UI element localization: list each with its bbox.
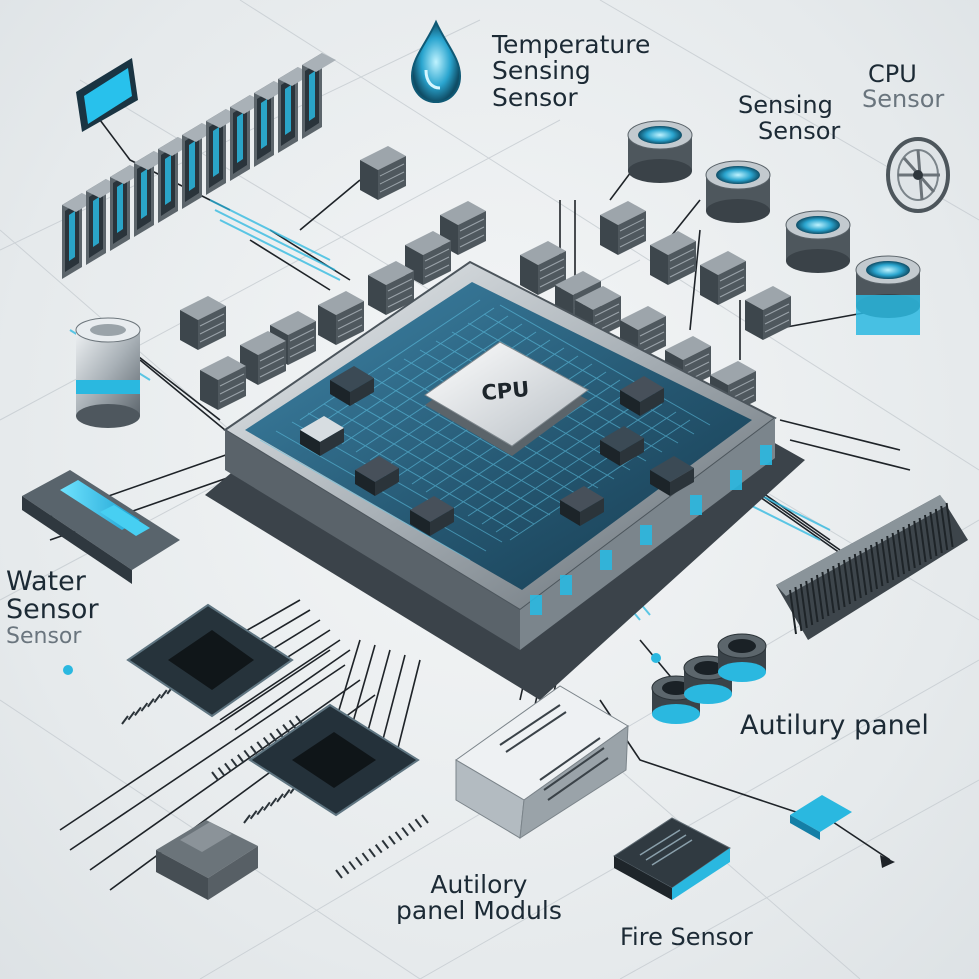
server-unit — [302, 53, 336, 139]
module-chip — [745, 286, 791, 340]
water-sensor-label: Water Sensor Sensor — [6, 566, 99, 649]
module-chip — [360, 146, 406, 200]
board-component — [620, 376, 664, 416]
sensor-dial — [627, 120, 693, 183]
module-chip — [600, 201, 646, 255]
server-unit — [110, 165, 144, 251]
cpu-sensor-dials — [627, 120, 921, 335]
module-chip — [318, 291, 364, 345]
glow-connector — [560, 575, 572, 595]
module-chip — [180, 296, 226, 350]
temperature-sensing-sensor-label: Temperature Sensing Sensor — [492, 30, 651, 112]
board-component — [330, 366, 374, 406]
glow-connector — [530, 595, 542, 615]
module-chip — [650, 231, 696, 285]
water-drop-icon — [410, 19, 462, 104]
glow-connector — [600, 550, 612, 570]
indicator-dot-icon — [63, 653, 661, 675]
module-chip — [700, 251, 746, 305]
module-chip — [240, 331, 286, 385]
cpu-chip: CPU — [424, 341, 589, 456]
arrow-icon — [880, 855, 895, 868]
bottom-left-chip — [121, 603, 303, 781]
server-rack — [62, 53, 336, 279]
fan-icon — [886, 137, 950, 213]
cpu-chip-label: CPU — [481, 377, 531, 405]
board-component — [355, 456, 399, 496]
module-chip — [200, 356, 246, 410]
router-device — [156, 820, 258, 900]
glow-connector — [760, 445, 772, 465]
board-component — [410, 496, 454, 536]
board-component — [650, 456, 694, 496]
cpu-sensor-label: CPU Sensor — [862, 60, 945, 114]
blue-sensor-node — [790, 795, 852, 840]
server-unit — [158, 137, 192, 223]
auxiliary-panel-pods — [651, 633, 767, 724]
glow-connector — [690, 495, 702, 515]
board-component — [560, 486, 604, 526]
monitor-icon — [76, 58, 138, 132]
glow-connector — [640, 525, 652, 545]
glow-connector — [730, 470, 742, 490]
sensing-sensor-label: Sensing Sensor — [738, 91, 841, 146]
sensor-dial — [785, 210, 851, 273]
cylinder-sensor — [75, 317, 141, 428]
dial-glow-base — [856, 295, 920, 335]
power-supply-module — [455, 685, 629, 839]
heatsink-panel — [776, 495, 968, 640]
water-sensor-module — [22, 470, 180, 584]
auxiliary-panel-modules-label: Autilory panel Moduls — [396, 870, 562, 926]
auxiliary-panel-label: Autilury panel — [740, 710, 929, 741]
module-chip — [440, 201, 486, 255]
sensor-dial — [705, 160, 771, 223]
fire-sensor-label: Fire Sensor — [620, 923, 753, 951]
bottom-center-chip — [243, 703, 429, 879]
auxiliary-pod — [683, 655, 733, 704]
fire-sensor-device — [613, 817, 731, 900]
board-component — [600, 426, 644, 466]
board-component — [300, 416, 344, 456]
auxiliary-pod — [717, 633, 767, 682]
server-unit — [86, 179, 120, 265]
